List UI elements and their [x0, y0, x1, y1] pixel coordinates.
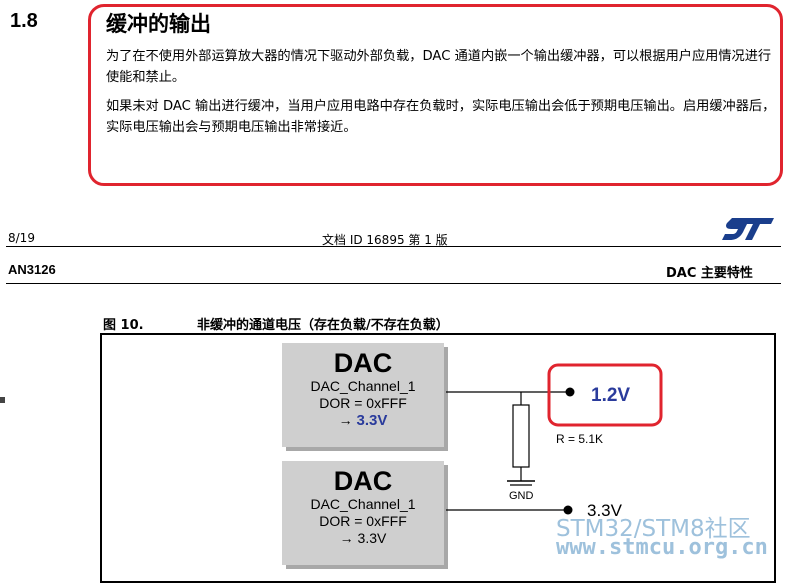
section-title: 缓冲的输出: [106, 12, 211, 36]
arrow-right-icon: →: [338, 412, 353, 428]
output-voltage-1: 1.2V: [591, 385, 630, 406]
dac-channel-label: DAC_Channel_1: [310, 496, 416, 512]
footer-doc-id: 文档 ID 16895 第 1 版: [322, 233, 448, 247]
footer-page-number: 8/19: [8, 231, 35, 245]
margin-mark: [0, 397, 5, 403]
figure-label: 图 10.: [103, 318, 144, 333]
footer-rule: [6, 246, 781, 247]
dac-dor-value: DOR = 0xFFF: [319, 395, 407, 411]
st-logo-icon: [722, 216, 776, 246]
output-node-2: [563, 505, 573, 515]
dac-channel-label: DAC_Channel_1: [310, 378, 416, 394]
section-number: 1.8: [10, 10, 38, 32]
section-highlight-box: [88, 4, 783, 186]
gnd-label: GND: [509, 490, 534, 502]
dac-block-1: DAC DAC_Channel_1 DOR = 0xFFF → 3.3V: [282, 343, 444, 447]
circuit-diagram: 1.2V R = 5.1K GND 3.3V: [446, 363, 663, 520]
header-rule: [6, 283, 781, 284]
watermark-line-2: www.stmcu.org.cn: [556, 535, 768, 560]
resistor-label: R = 5.1K: [556, 432, 603, 446]
section-paragraph-1: 为了在不使用外部运算放大器的情况下驱动外部负载，DAC 通道内嵌一个输出缓冲器，…: [106, 49, 772, 85]
header-chapter: DAC 主要特性: [666, 266, 753, 281]
resistor-symbol: [512, 404, 530, 468]
output-node-1: [565, 387, 575, 397]
dac-expected-voltage: 3.3V: [356, 412, 388, 429]
voltage-highlight-box: [547, 363, 663, 427]
watermark-line-1: STM32/STM8社区: [556, 516, 751, 542]
dac-block-2: DAC DAC_Channel_1 DOR = 0xFFF → 3.3V: [282, 461, 444, 565]
dac-block-title: DAC: [333, 348, 393, 378]
arrow-right-icon: →: [339, 530, 354, 546]
dac-expected-voltage: 3.3V: [357, 530, 387, 546]
header-doc-name: AN3126: [8, 262, 56, 277]
dac-block-title: DAC: [333, 466, 393, 496]
figure-title: 非缓冲的通道电压（存在负载/不存在负载）: [197, 318, 449, 333]
section-paragraph-2: 如果未对 DAC 输出进行缓冲，当用户应用电路中存在负载时，实际电压输出会低于预…: [106, 99, 776, 135]
dac-dor-value: DOR = 0xFFF: [319, 513, 407, 529]
output-voltage-2: 3.3V: [587, 501, 623, 520]
